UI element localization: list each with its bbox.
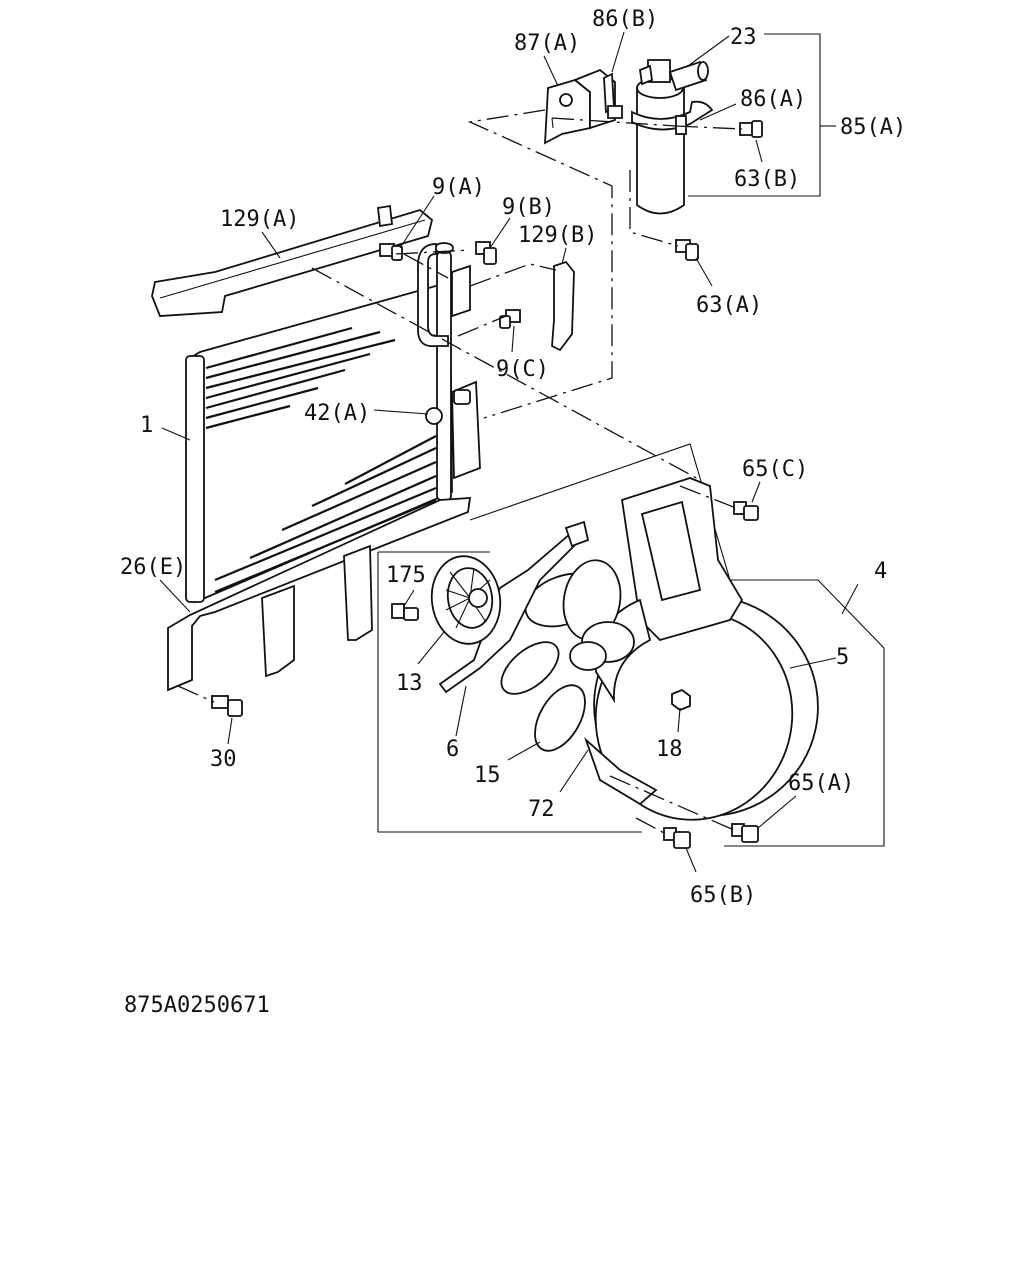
label-18: 18 <box>656 737 683 762</box>
label-9c: 9(C) <box>496 357 549 382</box>
receiver-drier-assembly <box>543 31 836 287</box>
label-15: 15 <box>474 763 501 788</box>
label-26e: 26(E) <box>120 555 186 580</box>
label-65a: 65(A) <box>788 771 854 796</box>
label-85a: 85(A) <box>840 115 906 140</box>
label-72: 72 <box>528 797 555 822</box>
label-175: 175 <box>386 563 426 588</box>
label-9a: 9(A) <box>432 175 485 200</box>
label-129a: 129(A) <box>220 207 299 232</box>
label-65c: 65(C) <box>742 457 808 482</box>
fan-shroud-group <box>377 443 885 873</box>
label-129b: 129(B) <box>518 223 597 248</box>
label-63b: 63(B) <box>734 167 800 192</box>
figure-code: 875A0250671 <box>124 993 270 1018</box>
label-65b: 65(B) <box>690 883 756 908</box>
label-86b: 86(B) <box>592 7 658 32</box>
label-4: 4 <box>874 559 887 584</box>
label-87a: 87(A) <box>514 31 580 56</box>
part-labels: 23 86(B) 87(A) 86(A) 85(A) 63(B) 9(A) 9(… <box>120 7 906 1018</box>
label-63a: 63(A) <box>696 293 762 318</box>
label-23: 23 <box>730 25 757 50</box>
condenser <box>151 195 701 745</box>
label-5: 5 <box>836 645 849 670</box>
label-6: 6 <box>446 737 459 762</box>
dashed-group-bracket <box>467 109 613 419</box>
label-9b: 9(B) <box>502 195 555 220</box>
label-86a: 86(A) <box>740 87 806 112</box>
label-13: 13 <box>396 671 423 696</box>
label-1: 1 <box>140 413 153 438</box>
label-30: 30 <box>210 747 237 772</box>
label-42a: 42(A) <box>304 401 370 426</box>
